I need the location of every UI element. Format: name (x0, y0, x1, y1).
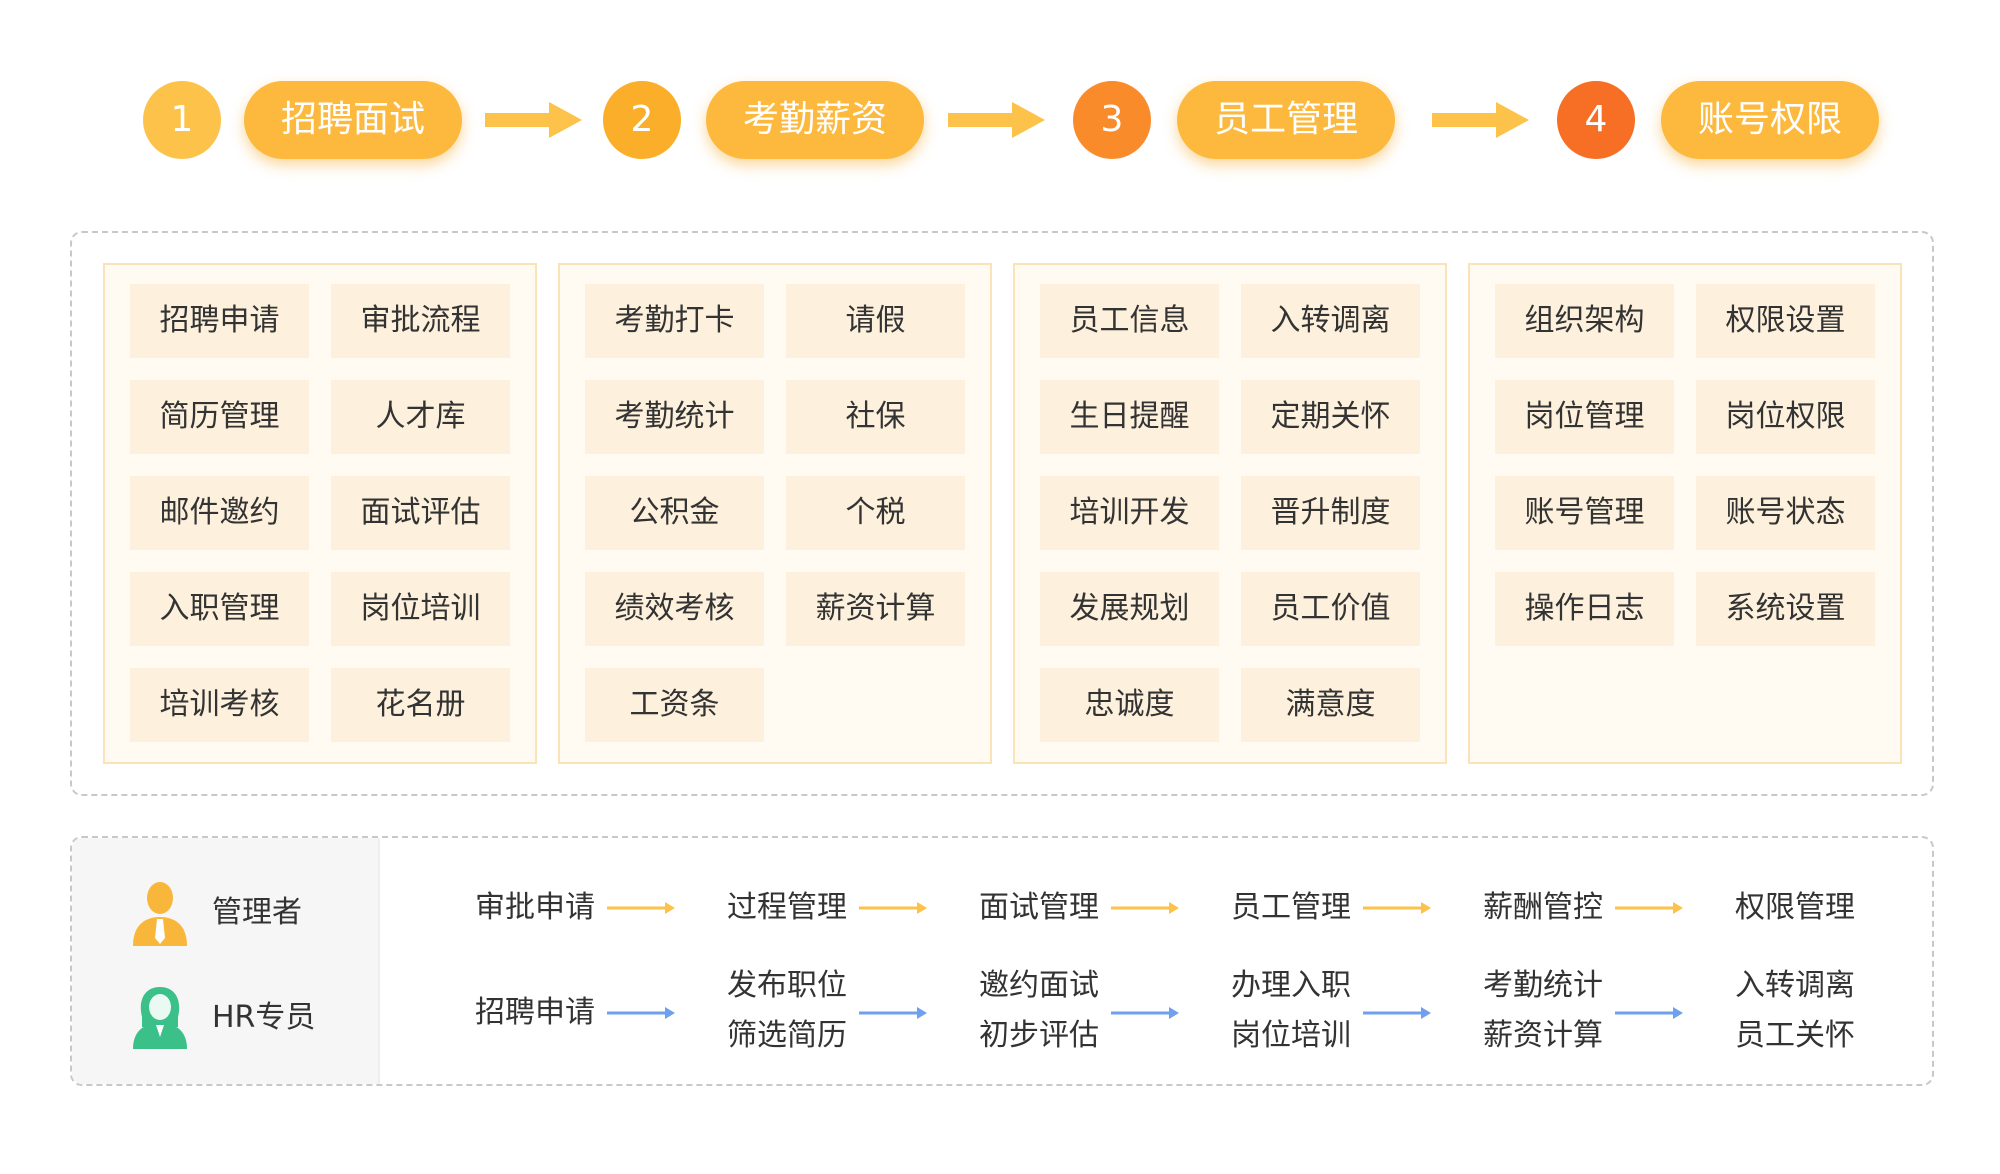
module-item: 员工价值 (1241, 572, 1420, 646)
module-item: 公积金 (585, 476, 764, 550)
hr-flow-step: 招聘申请 (475, 995, 595, 1030)
process-steps: 1 招聘面试 2 考勤薪资 3 员工管理 4 账号权限 (0, 0, 2000, 240)
arrow-right-icon (948, 102, 1045, 138)
module-item: 岗位管理 (1495, 380, 1674, 454)
hr-flow-step: 员工关怀 (1735, 1018, 1855, 1053)
module-item: 薪资计算 (786, 572, 965, 646)
module-item: 系统设置 (1696, 572, 1875, 646)
step-3-label: 员工管理 (1177, 81, 1395, 159)
module-item: 工资条 (585, 668, 764, 742)
arrow-right-icon (485, 102, 582, 138)
role-label-manager: 管理者 (212, 895, 302, 930)
module-item: 花名册 (331, 668, 510, 742)
module-item: 入转调离 (1241, 284, 1420, 358)
arrow-right-icon (1432, 102, 1529, 138)
modules-container (70, 231, 1934, 796)
step-4-label: 账号权限 (1661, 81, 1879, 159)
module-item: 定期关怀 (1241, 380, 1420, 454)
arrow-right-icon (1111, 1007, 1179, 1019)
arrow-right-icon (1363, 1007, 1431, 1019)
step-2-label: 考勤薪资 (706, 81, 924, 159)
module-item: 入职管理 (130, 572, 309, 646)
module-item: 操作日志 (1495, 572, 1674, 646)
arrow-right-icon (1615, 902, 1683, 914)
module-item: 社保 (786, 380, 965, 454)
manager-flow-step: 面试管理 (979, 890, 1099, 925)
hr-flow-step: 发布职位 (727, 968, 847, 1003)
module-item: 面试评估 (331, 476, 510, 550)
role-flow-panel: 管理者 HR专员 审批申请 过程管理 面试管理 员工管理 薪酬管控 权限管理 招… (70, 836, 1934, 1086)
manager-flow-step: 薪酬管控 (1483, 890, 1603, 925)
module-item: 请假 (786, 284, 965, 358)
module-item: 考勤打卡 (585, 284, 764, 358)
module-item: 个税 (786, 476, 965, 550)
module-item: 邮件邀约 (130, 476, 309, 550)
arrow-right-icon (1363, 902, 1431, 914)
hr-flow-step: 考勤统计 (1483, 968, 1603, 1003)
role-label-hr: HR专员 (212, 1000, 316, 1035)
step-1-label: 招聘面试 (244, 81, 462, 159)
role-legend-panel: 管理者 HR专员 (72, 838, 380, 1084)
module-column-recruitment: 招聘申请 审批流程 简历管理 人才库 邮件邀约 面试评估 入职管理 岗位培训 培… (103, 263, 537, 764)
module-item: 培训考核 (130, 668, 309, 742)
module-item: 岗位权限 (1696, 380, 1875, 454)
step-3-number: 3 (1073, 81, 1151, 159)
hr-specialist-icon (133, 987, 187, 1049)
arrow-right-icon (859, 1007, 927, 1019)
module-item: 账号管理 (1495, 476, 1674, 550)
module-item: 招聘申请 (130, 284, 309, 358)
manager-flow-step: 权限管理 (1735, 890, 1855, 925)
module-column-attendance-payroll: 考勤打卡 请假 考勤统计 社保 公积金 个税 绩效考核 薪资计算 工资条 (558, 263, 992, 764)
module-item: 组织架构 (1495, 284, 1674, 358)
arrow-right-icon (859, 902, 927, 914)
hr-flow-step: 初步评估 (979, 1018, 1099, 1053)
module-item: 发展规划 (1040, 572, 1219, 646)
step-2-number: 2 (603, 81, 681, 159)
module-item: 岗位培训 (331, 572, 510, 646)
module-item: 权限设置 (1696, 284, 1875, 358)
module-item: 生日提醒 (1040, 380, 1219, 454)
module-item: 考勤统计 (585, 380, 764, 454)
module-item: 员工信息 (1040, 284, 1219, 358)
arrow-right-icon (607, 902, 675, 914)
step-1-number: 1 (143, 81, 221, 159)
module-item: 忠诚度 (1040, 668, 1219, 742)
module-item: 审批流程 (331, 284, 510, 358)
step-4-number: 4 (1557, 81, 1635, 159)
hr-flow-step: 岗位培训 (1231, 1018, 1351, 1053)
manager-flow-step: 过程管理 (727, 890, 847, 925)
module-column-account-permissions: 组织架构 权限设置 岗位管理 岗位权限 账号管理 账号状态 操作日志 系统设置 (1468, 263, 1902, 764)
module-item: 满意度 (1241, 668, 1420, 742)
hr-flow-step: 入转调离 (1735, 968, 1855, 1003)
arrow-right-icon (607, 1007, 675, 1019)
module-item: 人才库 (331, 380, 510, 454)
manager-flow-step: 员工管理 (1231, 890, 1351, 925)
module-item: 培训开发 (1040, 476, 1219, 550)
hr-flow-step: 薪资计算 (1483, 1018, 1603, 1053)
manager-flow-step: 审批申请 (475, 890, 595, 925)
module-column-employee-management: 员工信息 入转调离 生日提醒 定期关怀 培训开发 晋升制度 发展规划 员工价值 … (1013, 263, 1447, 764)
arrow-right-icon (1111, 902, 1179, 914)
module-item: 晋升制度 (1241, 476, 1420, 550)
hr-flow-step: 办理入职 (1231, 968, 1351, 1003)
module-item: 绩效考核 (585, 572, 764, 646)
hr-flow-step: 筛选简历 (727, 1018, 847, 1053)
module-item: 账号状态 (1696, 476, 1875, 550)
arrow-right-icon (1615, 1007, 1683, 1019)
module-item: 简历管理 (130, 380, 309, 454)
hr-flow-step: 邀约面试 (979, 968, 1099, 1003)
manager-icon (133, 882, 187, 946)
